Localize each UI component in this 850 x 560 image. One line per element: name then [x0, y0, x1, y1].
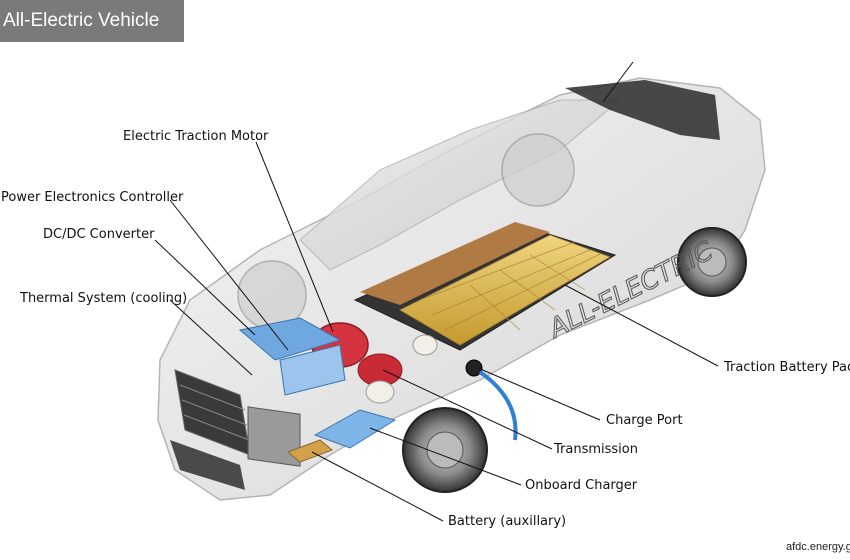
label-thermal-system: Thermal System (cooling) [20, 291, 188, 306]
coolant-reservoir [365, 380, 395, 404]
label-onboard-charger: Onboard Charger [525, 478, 638, 493]
rear-left-wheel [501, 133, 575, 207]
leader-battery-pack [564, 284, 719, 367]
thermal-radiator [247, 406, 301, 467]
lower-grille [170, 440, 245, 490]
aux-battery-unit [287, 439, 333, 463]
label-power-electronics-controller: Power Electronics Controller [1, 190, 184, 205]
leader-thermal [169, 299, 253, 376]
label-electric-traction-motor: Electric Traction Motor [123, 129, 269, 144]
leader-onboard-charger [369, 427, 522, 486]
label-aux-battery: Battery (auxillary) [448, 514, 567, 529]
leader-charge-port [477, 367, 601, 421]
leader-antenna [602, 61, 634, 103]
power-electronics-unit [238, 317, 342, 361]
coolant-reservoir-2 [412, 334, 438, 356]
label-dcdc-converter: DC/DC Converter [43, 227, 155, 242]
label-charge-port: Charge Port [606, 413, 683, 428]
leader-transmission [382, 369, 553, 450]
power-electronics-top [279, 344, 346, 396]
battery-modules [360, 222, 550, 305]
onboard-charger-unit [313, 409, 397, 449]
leader-traction-motor [255, 141, 334, 333]
leader-dcdc [154, 239, 256, 336]
battery-cells [399, 234, 611, 346]
label-transmission: Transmission [554, 442, 638, 457]
charge-port-socket [465, 359, 483, 377]
rear-window [565, 80, 720, 140]
diagram-title: All-Electric Vehicle [0, 0, 184, 42]
leader-power-electronics [169, 199, 289, 351]
label-traction-battery-pack: Traction Battery Pack [724, 360, 850, 375]
credit-text: afdc.energy.g [786, 541, 850, 553]
leader-aux-battery [311, 451, 444, 522]
